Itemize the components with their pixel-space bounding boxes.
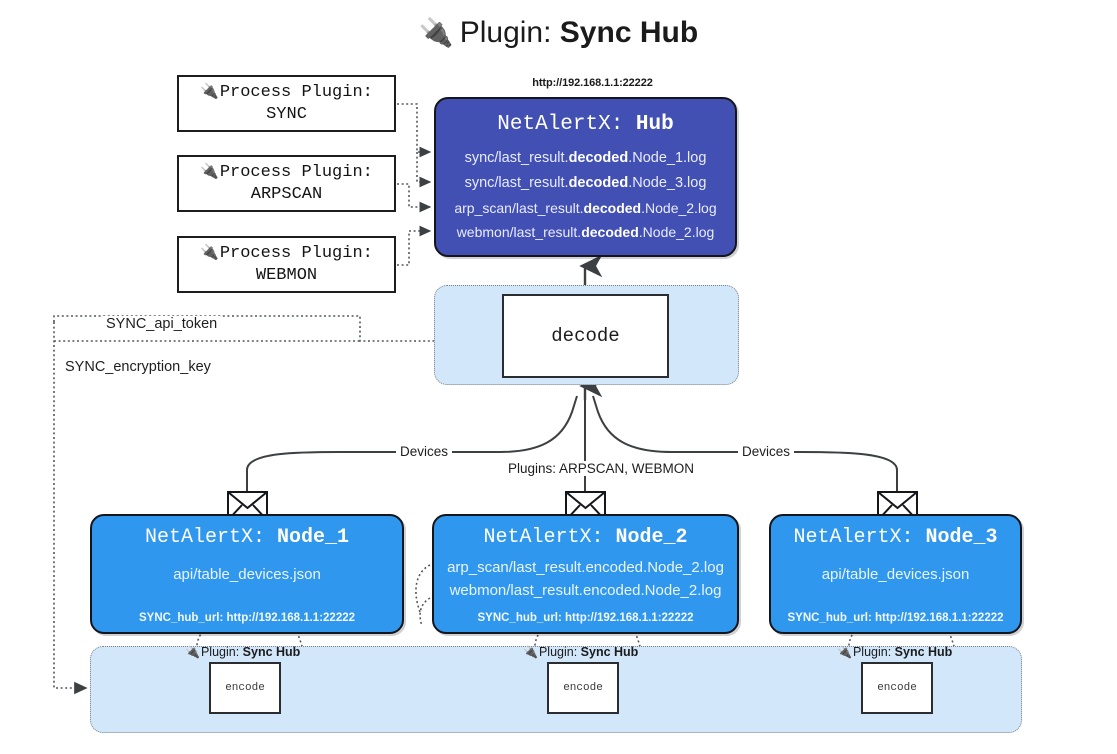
process-plugin-box-webmon[interactable]: 🔌Process Plugin: WEBMON	[177, 236, 396, 293]
node-line: arp_scan/last_result.encoded.Node_2.log	[447, 559, 724, 576]
hub-log-line: sync/last_result.decoded.Node_1.log	[436, 146, 735, 171]
hub-log-post: .Node_3.log	[628, 174, 707, 191]
process-plugin-name: ARPSCAN	[250, 184, 323, 204]
electric-plug-icon: 🔌	[418, 17, 454, 48]
hub-log-post: .Node_2.log	[641, 199, 717, 216]
encoder-plugin-label-1: 🔌Plugin: Sync Hub	[185, 645, 300, 659]
process-plugin-heading: Process Plugin:	[219, 163, 373, 183]
node-title-prefix: NetAlertX:	[144, 526, 277, 549]
encode-box-node-3[interactable]: encode	[861, 662, 933, 714]
hub-log-mid: decoded	[581, 223, 639, 240]
node-title: NetAlertX: Node_2	[434, 526, 737, 549]
node-line: api/table_devices.json	[173, 566, 321, 583]
encoder-plugin-prefix: Plugin:	[852, 645, 895, 659]
hub-url-label: http://192.168.1.1:22222	[532, 77, 653, 89]
hub-log-post: .Node_2.log	[638, 223, 715, 240]
process-plugin-heading: Process Plugin:	[219, 244, 373, 264]
encoder-plugin-prefix: Plugin:	[538, 645, 581, 659]
encoder-plugin-prefix: Plugin:	[200, 645, 243, 659]
electric-plug-icon: 🔌	[200, 82, 219, 101]
node-line: webmon/last_result.encoded.Node_2.log	[449, 582, 722, 600]
encode-box-node-1[interactable]: encode	[209, 662, 281, 714]
page-title: 🔌Plugin: Sync Hub	[0, 16, 1117, 50]
encode-box-node-2[interactable]: encode	[547, 662, 619, 714]
node-title: NetAlertX: Node_3	[771, 526, 1020, 549]
hub-log-line: arp_scan/last_result.decoded.Node_2.log	[436, 196, 735, 220]
sync-encryption-key-label: SYNC_encryption_key	[62, 359, 214, 375]
encoder-plugin-label-3: 🔌Plugin: Sync Hub	[837, 645, 952, 659]
encoder-plugin-name: Sync Hub	[580, 645, 639, 659]
hub-log-pre: webmon/last_result.	[456, 223, 582, 240]
node-box-node-1[interactable]: NetAlertX: Node_1 api/table_devices.json…	[90, 514, 404, 634]
hub-title-prefix: NetAlertX:	[497, 113, 636, 136]
hub-title-name: Hub	[635, 113, 674, 136]
page-title-name: Sync Hub	[559, 16, 699, 49]
encoder-plugin-name: Sync Hub	[242, 645, 301, 659]
hub-log-line: webmon/last_result.decoded.Node_2.log	[436, 220, 735, 244]
node-hub-url: SYNC_hub_url: http://192.168.1.1:22222	[477, 612, 694, 624]
devices-label-left: Devices	[396, 444, 453, 459]
node-title-prefix: NetAlertX:	[793, 526, 926, 549]
process-plugin-box-sync[interactable]: 🔌Process Plugin: SYNC	[177, 75, 396, 132]
hub-log-pre: sync/last_result.	[464, 174, 569, 191]
hub-log-mid: decoded	[583, 199, 642, 216]
node-title-name: Node_3	[925, 526, 998, 549]
electric-plug-icon: 🔌	[837, 645, 852, 659]
hub-log-line: sync/last_result.decoded.Node_3.log	[436, 171, 735, 196]
process-plugin-name: SYNC	[266, 104, 307, 124]
plugins-label-center: Plugins: ARPSCAN, WEBMON	[504, 461, 699, 476]
hub-log-mid: decoded	[568, 174, 629, 191]
hub-node-box[interactable]: NetAlertX: Hub sync/last_result.decoded.…	[434, 97, 737, 257]
node-hub-url: SYNC_hub_url: http://192.168.1.1:22222	[787, 612, 1004, 624]
node-box-node-2[interactable]: NetAlertX: Node_2 arp_scan/last_result.e…	[432, 514, 739, 634]
node-title-name: Node_1	[277, 526, 350, 549]
electric-plug-icon: 🔌	[200, 162, 219, 181]
hub-log-pre: sync/last_result.	[464, 150, 569, 166]
node-title-name: Node_2	[615, 526, 688, 549]
encoder-plugin-label-2: 🔌Plugin: Sync Hub	[523, 645, 638, 659]
electric-plug-icon: 🔌	[185, 645, 200, 659]
process-plugin-heading: Process Plugin:	[219, 83, 373, 103]
hub-log-pre: arp_scan/last_result.	[454, 199, 584, 216]
node-hub-url: SYNC_hub_url: http://192.168.1.1:22222	[138, 612, 356, 624]
node-line: api/table_devices.json	[821, 566, 970, 583]
hub-log-post: .Node_1.log	[628, 150, 707, 166]
electric-plug-icon: 🔌	[523, 645, 538, 659]
sync-api-token-label: SYNC_api_token	[103, 316, 221, 332]
process-plugin-box-arpscan[interactable]: 🔌Process Plugin: ARPSCAN	[177, 155, 396, 212]
process-plugin-name: WEBMON	[255, 265, 318, 285]
page-title-prefix: Plugin:	[459, 16, 560, 49]
node-title-prefix: NetAlertX:	[483, 526, 616, 549]
encoder-plugin-name: Sync Hub	[894, 645, 953, 659]
devices-label-right: Devices	[738, 444, 795, 459]
node-title: NetAlertX: Node_1	[92, 526, 402, 549]
node-box-node-3[interactable]: NetAlertX: Node_3 api/table_devices.json…	[769, 514, 1022, 634]
hub-log-mid: decoded	[568, 150, 629, 166]
electric-plug-icon: 🔌	[200, 243, 219, 262]
decode-box[interactable]: decode	[502, 294, 669, 378]
hub-title: NetAlertX: Hub	[436, 113, 735, 136]
